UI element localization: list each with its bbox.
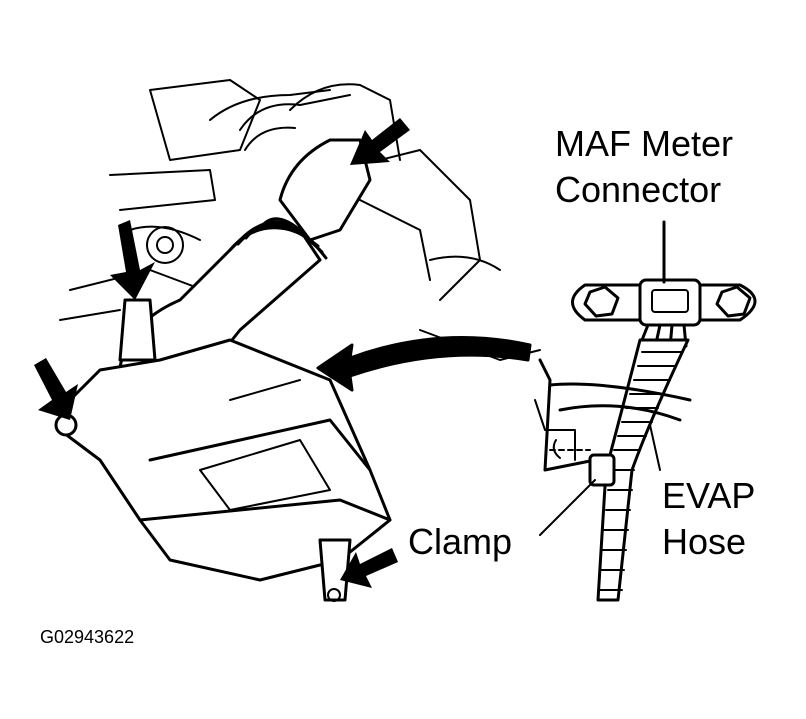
maf-label-line1: MAF Meter bbox=[555, 123, 734, 164]
maf-label-line2: Connector bbox=[555, 169, 722, 210]
evap-label-line2: Hose bbox=[662, 521, 747, 562]
maf-connector-detail bbox=[571, 220, 757, 350]
arrow-icon bbox=[340, 548, 398, 588]
callout-arrows bbox=[34, 118, 410, 588]
arrow-icon bbox=[350, 118, 410, 165]
bracket-clamp bbox=[534, 358, 692, 487]
figure-id: G02943622 bbox=[40, 627, 135, 647]
leader-lines bbox=[539, 424, 661, 536]
air-cleaner-housing bbox=[54, 298, 392, 602]
evap-label-line1: EVAP bbox=[662, 475, 756, 516]
arrow-icon bbox=[110, 220, 155, 300]
clamp-label: Clamp bbox=[408, 521, 513, 562]
curved-arrow bbox=[316, 335, 532, 392]
arrow-icon bbox=[34, 358, 78, 420]
